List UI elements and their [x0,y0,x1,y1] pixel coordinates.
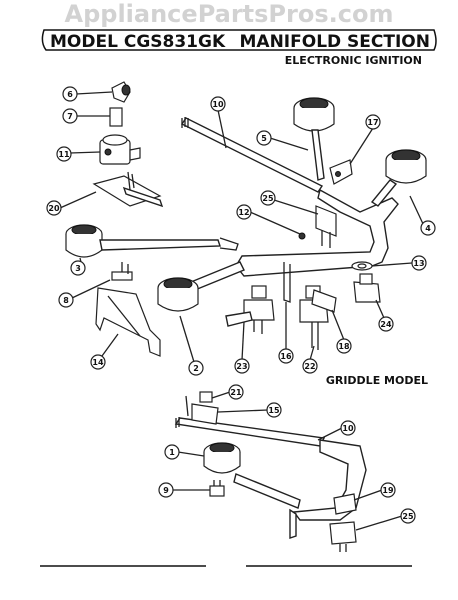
regulator [99,134,141,165]
svg-text:23: 23 [236,362,247,371]
section-title: MANIFOLD SECTION [240,32,431,52]
svg-text:18: 18 [338,342,350,351]
svg-text:16: 16 [280,352,292,361]
callout-2: 2 [188,360,204,376]
svg-text:1: 1 [169,448,175,457]
svg-text:7: 7 [67,112,73,121]
ignitor-25 [315,205,337,248]
elbow-fitting [111,81,131,103]
svg-text:24: 24 [380,320,392,329]
callout-24: 24 [378,316,394,332]
svg-text:25: 25 [262,194,274,203]
svg-text:15: 15 [268,406,280,415]
callout-19: 19 [380,482,396,498]
callout-15: 15 [266,402,282,418]
callout-23: 23 [234,358,250,374]
griddle-valve-25 [329,521,357,552]
manifold-pipe [180,117,399,293]
svg-text:2: 2 [193,364,199,373]
watermark: AppliancePartsPros.com [65,0,394,28]
burner-top-center [293,97,335,181]
bracket-valve [92,171,164,208]
callout-7: 7 [62,108,78,124]
callout-10-lower: 10 [340,420,356,436]
callout-6: 6 [62,86,78,102]
support-16 [283,262,291,303]
callout-25-lower: 25 [400,508,416,524]
callout-25-upper: 25 [260,190,276,206]
svg-text:21: 21 [230,388,242,397]
svg-text:20: 20 [48,204,60,213]
svg-text:8: 8 [63,296,69,305]
callout-21: 21 [228,384,244,400]
callout-20: 20 [46,200,62,216]
burner-left [65,224,239,258]
callout-4: 4 [420,220,436,236]
valve-24 [353,273,381,303]
valve-23 [225,285,275,334]
svg-text:4: 4 [425,224,431,233]
model-banner: MODEL CGS831GK MANIFOLD SECTION [41,29,437,52]
griddle-leader-lines [172,391,403,531]
callout-3: 3 [70,260,86,276]
griddle-valve-21 [185,391,219,425]
svg-text:10: 10 [342,424,354,433]
svg-text:14: 14 [92,358,104,367]
griddle-burner [203,442,241,474]
griddle-part-9 [209,480,225,497]
svg-text:6: 6 [67,90,73,99]
callout-11: 11 [56,146,72,162]
svg-text:19: 19 [382,486,394,495]
mounting-bracket [95,262,161,357]
griddle-manifold [174,417,367,539]
callout-5: 5 [256,130,272,146]
callout-12: 12 [236,204,252,220]
callout-17: 17 [365,114,381,130]
griddle-valve-19 [333,493,357,515]
svg-text:3: 3 [75,264,81,273]
svg-text:9: 9 [163,486,169,495]
svg-text:5: 5 [261,134,267,143]
leader-lines [59,91,425,363]
callout-10-upper: 10 [210,96,226,112]
callout-18: 18 [336,338,352,354]
subtitle: ELECTRONIC IGNITION [285,54,422,67]
screw-12 [298,232,306,240]
callout-1: 1 [164,444,180,460]
svg-text:13: 13 [413,259,424,268]
callout-22: 22 [302,358,318,374]
svg-text:22: 22 [304,362,315,371]
callout-13: 13 [411,255,427,271]
model-title: MODEL CGS831GK [50,32,226,52]
svg-text:17: 17 [367,118,378,127]
svg-text:12: 12 [238,208,249,217]
callout-16: 16 [278,348,294,364]
svg-text:25: 25 [402,512,414,521]
valve-18 [311,289,337,313]
burner-front [157,277,199,312]
bracket-17 [329,159,353,185]
griddle-model-label: GRIDDLE MODEL [326,374,428,387]
gasket-13 [351,261,373,271]
callout-9: 9 [158,482,174,498]
callout-8: 8 [58,292,74,308]
spring [109,107,123,127]
burner-right [370,149,427,207]
svg-text:11: 11 [58,150,70,159]
callout-14: 14 [90,354,106,370]
svg-text:10: 10 [212,100,224,109]
